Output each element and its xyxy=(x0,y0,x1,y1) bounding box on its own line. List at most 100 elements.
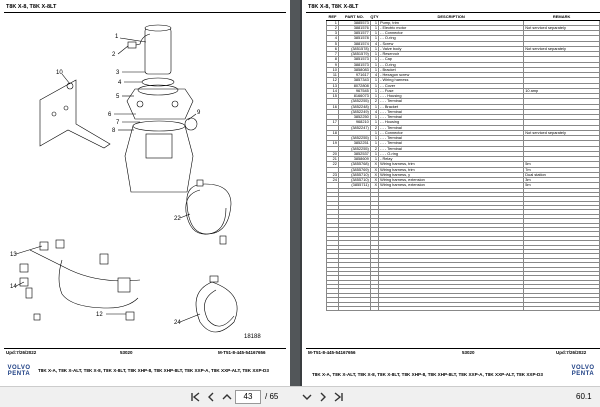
table-cell: X xyxy=(369,171,380,179)
callout-12: 12 xyxy=(96,312,103,318)
footer-divider xyxy=(306,348,600,349)
table-cell: X xyxy=(369,176,380,184)
volvo-penta-logo: VOLVO PENTA xyxy=(2,365,36,377)
table-cell xyxy=(378,305,525,312)
table-cell: X xyxy=(369,166,380,173)
table-cell: 4 xyxy=(369,108,380,116)
last-page-icon xyxy=(334,392,343,402)
chevron-up-icon xyxy=(222,394,232,400)
callout-3: 3 xyxy=(116,70,120,76)
table-cell xyxy=(337,305,371,312)
page-header: T8K X-8, T8K X-8LT xyxy=(308,4,359,10)
chevron-down-icon xyxy=(302,394,312,400)
callout-10: 10 xyxy=(56,70,63,76)
volvo-penta-logo: VOLVO PENTA xyxy=(566,365,600,377)
footer-divider xyxy=(4,348,286,349)
last-page-button[interactable] xyxy=(332,390,346,404)
page-number-input[interactable]: 43 xyxy=(235,390,261,404)
callout-4: 4 xyxy=(118,80,122,86)
table-cell: 1 xyxy=(369,103,380,110)
table-cell: 1 xyxy=(369,119,380,126)
table-cell: 1 xyxy=(369,24,380,32)
callout-6: 6 xyxy=(108,112,112,118)
table-cell: 4 xyxy=(369,71,380,79)
next-page-button[interactable] xyxy=(316,390,330,404)
table-cell: 1 xyxy=(369,56,380,63)
table-cell: 1 xyxy=(369,77,380,84)
table-cell: 4 xyxy=(369,40,380,47)
callout-22: 22 xyxy=(174,216,181,222)
callout-7: 7 xyxy=(116,120,120,126)
callout-2: 2 xyxy=(112,52,116,58)
footer-updated: Upd:7/26/2022 xyxy=(556,350,587,355)
parts-diagram: 1 2 3 4 5 6 7 8 9 10 22 24 13 14 12 1818… xyxy=(10,24,261,340)
logo-line-1: VOLVO xyxy=(571,365,595,371)
table-cell: 1 xyxy=(369,113,380,121)
page-down-button[interactable] xyxy=(300,390,314,404)
table-cell: X xyxy=(369,182,380,189)
model-list: T8K X-A, T8K X-ALT, T8K X-8, T8K X-8LT, … xyxy=(38,368,269,373)
page-up-button[interactable] xyxy=(220,390,234,404)
footer-doc-id: M-T51-8-445-54167656 xyxy=(308,350,356,355)
first-page-button[interactable] xyxy=(188,390,202,404)
zoom-level[interactable]: 60.1 xyxy=(576,392,592,401)
table-cell: Not serviced separately xyxy=(523,24,600,32)
callout-13: 13 xyxy=(10,252,17,258)
table-cell: 1 xyxy=(369,29,380,37)
table-cell: 1 xyxy=(369,155,380,163)
table-cell: 2 xyxy=(369,145,380,152)
footer-doc-id: M-T51-8-445-54167656 xyxy=(218,350,266,355)
callout-1: 1 xyxy=(115,34,119,40)
table-cell xyxy=(326,305,339,312)
first-page-icon xyxy=(191,392,200,402)
left-page: T8K X-8, T8K X-8LT xyxy=(0,0,290,386)
prev-page-button[interactable] xyxy=(204,390,218,404)
callout-14: 14 xyxy=(10,284,17,290)
diagram-code: 18188 xyxy=(244,334,261,340)
table-cell: X xyxy=(369,161,380,168)
table-cell: 2 xyxy=(369,98,380,105)
footer-page-code: 53020 xyxy=(462,350,475,355)
viewer-toolbar: 43 / 65 60.1 xyxy=(0,386,600,407)
table-cell: 1 xyxy=(369,66,380,74)
table-cell: 1 xyxy=(369,140,380,147)
table-cell: 1 xyxy=(369,35,380,42)
header-divider xyxy=(306,12,600,13)
table-cell: 1 xyxy=(369,82,380,89)
callout-24: 24 xyxy=(174,320,181,326)
table-cell: 1 xyxy=(369,134,380,142)
page-gap xyxy=(300,0,302,386)
table-cell: 1 xyxy=(369,45,380,53)
callout-9: 9 xyxy=(197,110,201,116)
table-cell: Not serviced separately xyxy=(523,45,600,53)
logo-line-1: VOLVO xyxy=(7,365,31,371)
table-cell: 1 xyxy=(369,87,380,95)
chevron-left-icon xyxy=(208,392,214,402)
footer-updated: Upd:7/26/2022 xyxy=(6,350,37,355)
page-total: / 65 xyxy=(265,392,279,401)
table-cell: Not serviced separately xyxy=(523,129,600,137)
footer-page-code: 53020 xyxy=(120,350,133,355)
table-row-empty xyxy=(326,305,600,312)
model-list: T8K X-A, T8K X-ALT, T8K X-8, T8K X-8LT, … xyxy=(312,372,543,377)
table-cell: 1 xyxy=(369,92,380,100)
callout-8: 8 xyxy=(112,128,116,134)
logo-line-2: PENTA xyxy=(7,371,31,377)
chevron-right-icon xyxy=(320,392,326,402)
table-cell: 1 xyxy=(369,50,380,58)
right-page: T8K X-8, T8K X-8LT REF PART NO. QTY DESC… xyxy=(302,0,600,386)
table-cell: 2 xyxy=(369,124,380,131)
table-cell xyxy=(523,305,600,312)
page-header: T8K X-8, T8K X-8LT xyxy=(6,4,57,10)
logo-line-2: PENTA xyxy=(571,371,595,377)
table-cell: 1 xyxy=(369,129,380,137)
table-cell xyxy=(369,305,380,312)
table-cell: 1 xyxy=(369,150,380,158)
table-cell: 1 xyxy=(369,19,380,26)
